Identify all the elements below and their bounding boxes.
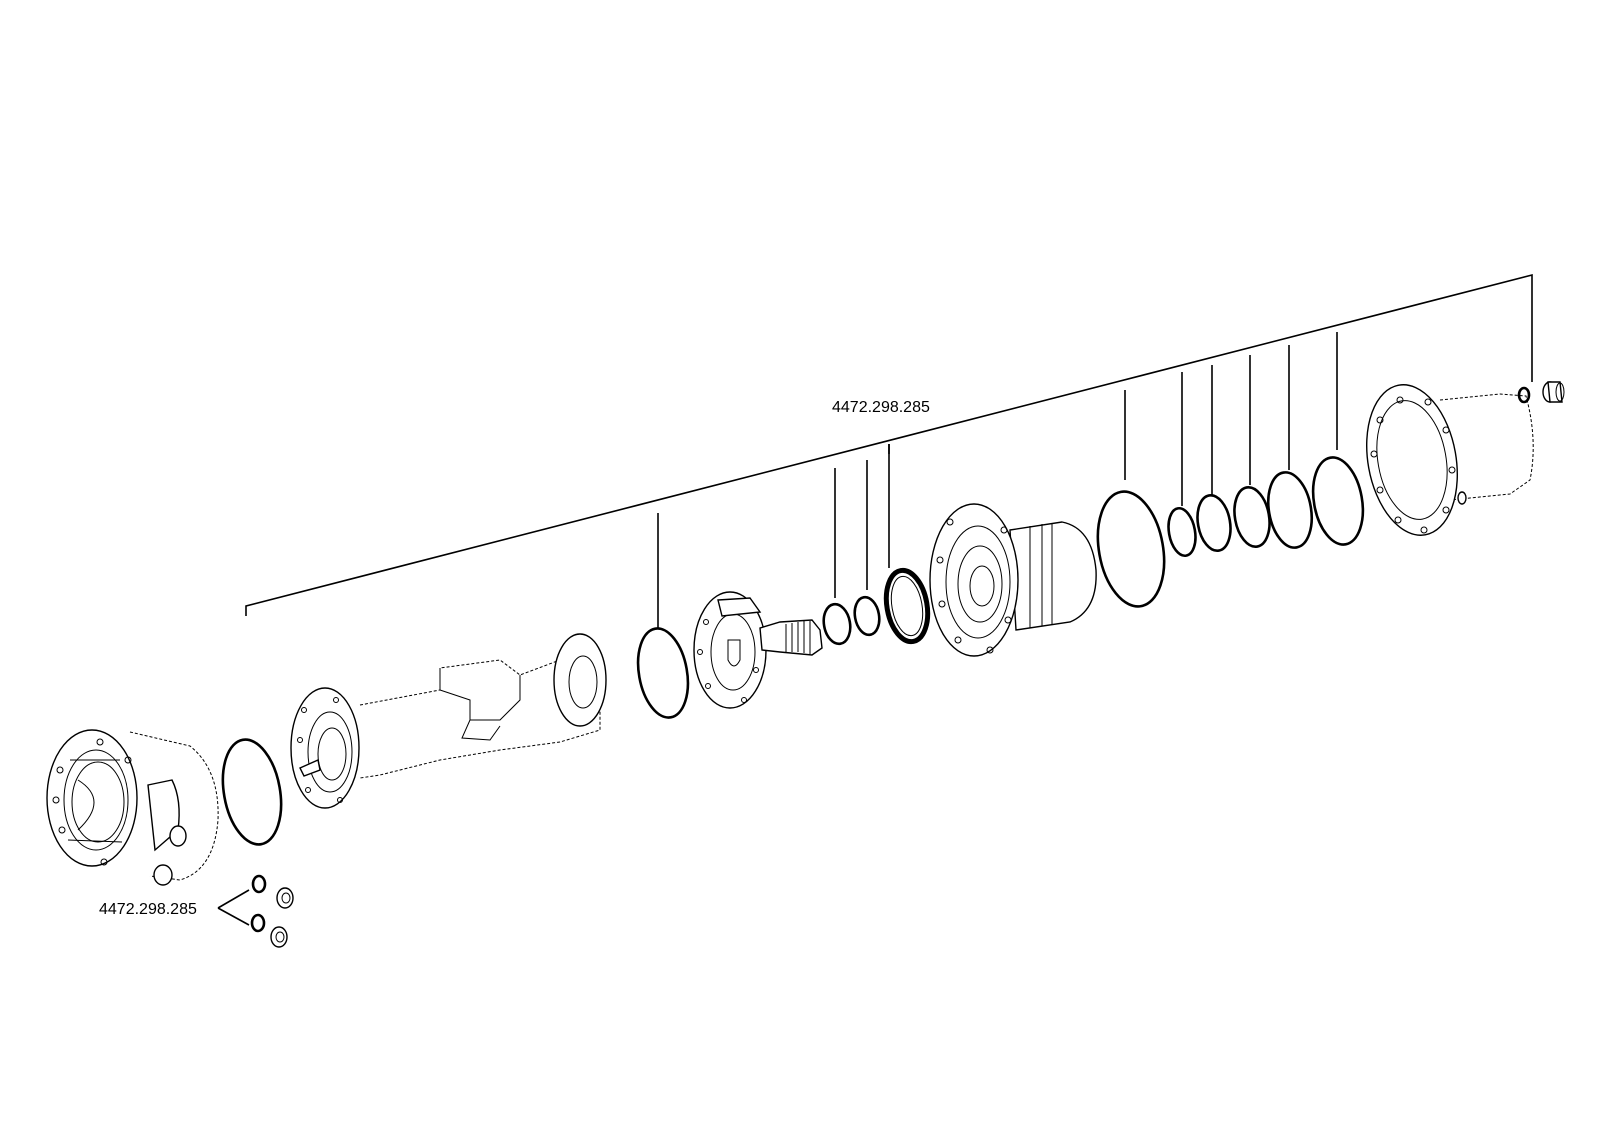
small-o-ring-upper (251, 874, 267, 894)
spindle-flange (693, 591, 823, 709)
left-hub-housing (46, 729, 219, 886)
o-ring-hub-2 (1196, 493, 1232, 553)
upper-callout-leaders (245, 273, 1533, 628)
lower-callout-leaders (217, 889, 250, 926)
planetary-carrier-cover (1366, 384, 1534, 536)
large-o-ring-left (221, 738, 283, 846)
large-o-ring-axle (636, 627, 690, 719)
wheel-hub-assembly (929, 503, 1097, 657)
o-ring-spindle-2 (853, 595, 881, 637)
axle-housing (290, 633, 607, 809)
lower-part-number-label: 4472.298.285 (99, 901, 197, 918)
small-o-ring-lower (250, 913, 266, 933)
large-o-ring-hub (1096, 490, 1166, 608)
o-ring-hub-3 (1233, 486, 1271, 548)
drain-plug (1542, 381, 1565, 403)
shaft-seal-ring (883, 567, 931, 645)
o-ring-hub-4 (1266, 471, 1314, 549)
o-ring-hub-1 (1167, 506, 1197, 558)
drain-plug-seal-ring (1517, 386, 1531, 404)
hex-nut-upper (276, 887, 294, 909)
o-ring-spindle-1 (822, 602, 852, 646)
o-ring-hub-5 (1311, 456, 1365, 546)
upper-part-number-label: 4472.298.285 (832, 399, 930, 416)
hex-nut-lower (270, 926, 288, 948)
